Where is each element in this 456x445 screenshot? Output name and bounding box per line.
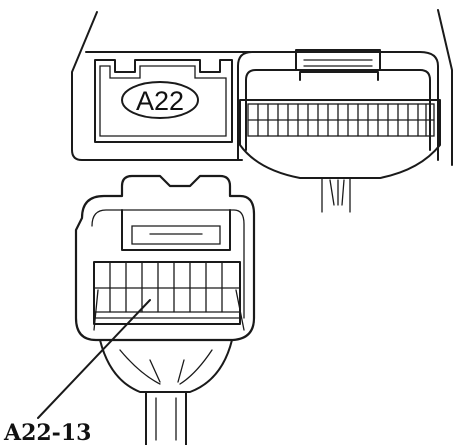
connector-boot — [99, 339, 233, 393]
connector-pin-face — [93, 261, 245, 331]
unit-id-oval — [121, 81, 199, 119]
connector-housing — [74, 174, 256, 342]
callout-leader-line — [37, 299, 151, 419]
unit-label-window: A22 — [94, 59, 233, 143]
control-unit: A22 — [71, 9, 453, 213]
socket-latch — [295, 49, 381, 71]
harness-connector — [74, 174, 256, 445]
connector-cable — [145, 391, 187, 445]
unit-id-label: A22 — [136, 86, 184, 116]
connector-latch — [121, 209, 231, 251]
unit-wire-harness — [321, 177, 351, 213]
unit-right-edge — [437, 9, 453, 166]
unit-plug — [239, 99, 441, 213]
callout-label: A22-13 — [3, 420, 91, 445]
unit-left-edge — [71, 11, 243, 161]
pin-callout: A22-13 — [3, 299, 151, 445]
unit-socket — [237, 49, 439, 161]
unit-plug-pins — [257, 103, 427, 137]
